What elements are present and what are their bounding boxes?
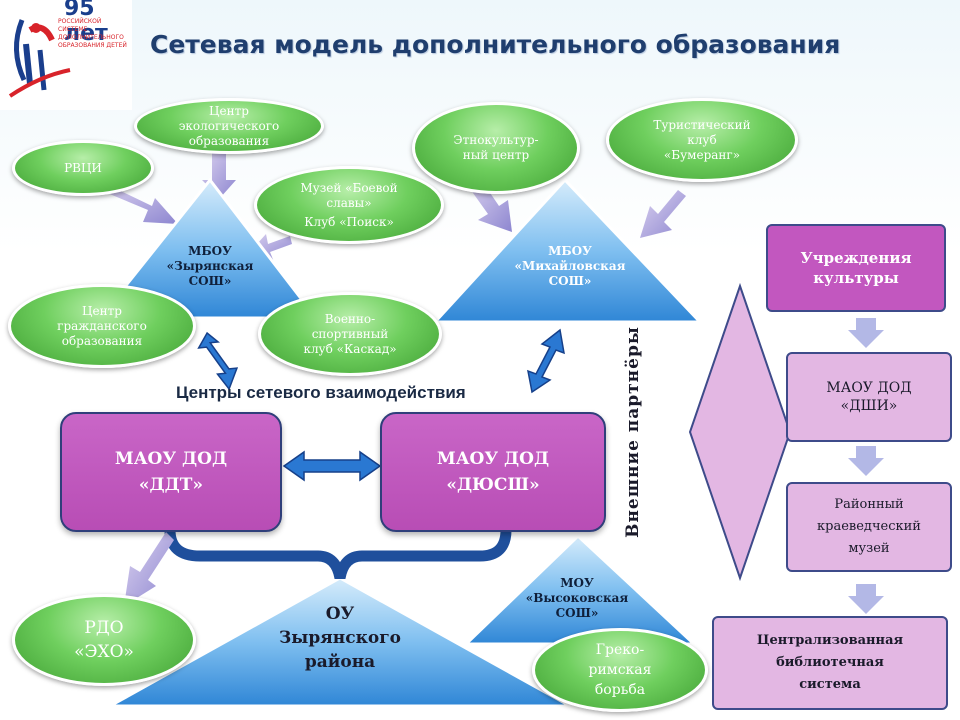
center-dyush: МАОУ ДОД«ДЮСШ» xyxy=(380,412,606,532)
triangle-zyryanskaya xyxy=(96,177,320,320)
logo-anniversary-text: 95 лет xyxy=(64,0,108,46)
arrow-rdo xyxy=(124,532,174,606)
double-arrow-right xyxy=(527,328,565,394)
arrow-partner-2 xyxy=(848,446,884,476)
grouping-brace xyxy=(164,524,512,580)
logo-figure-icon xyxy=(0,0,132,110)
arrow-partner-1 xyxy=(848,318,884,348)
ellipse-rvci: РВЦИ xyxy=(12,140,154,196)
center-ddt: МАОУ ДОД«ДДТ» xyxy=(60,412,282,532)
arrow-rvci xyxy=(100,184,178,224)
network-centers-heading: Центры сетевого взаимодействия xyxy=(176,383,466,402)
double-arrow-center xyxy=(282,450,382,482)
double-arrow-left xyxy=(197,331,239,391)
ellipse-rdo-echo: РДО«ЭХО» xyxy=(12,594,196,686)
page-title: Сетевая модель дополнительного образован… xyxy=(150,30,841,59)
arrow-partner-3 xyxy=(848,584,884,614)
triangle-mikhailovskaya xyxy=(431,177,704,324)
arrow-tourist xyxy=(640,190,686,238)
ellipse-ethno-center: Этнокультур-ный центр xyxy=(412,102,580,194)
partner-dshi: МАОУ ДОД«ДШИ» xyxy=(786,352,952,442)
partners-vertical-label: Внешние партнёры xyxy=(623,326,643,538)
triangle-district xyxy=(104,576,576,708)
partners-diamond xyxy=(688,282,792,582)
